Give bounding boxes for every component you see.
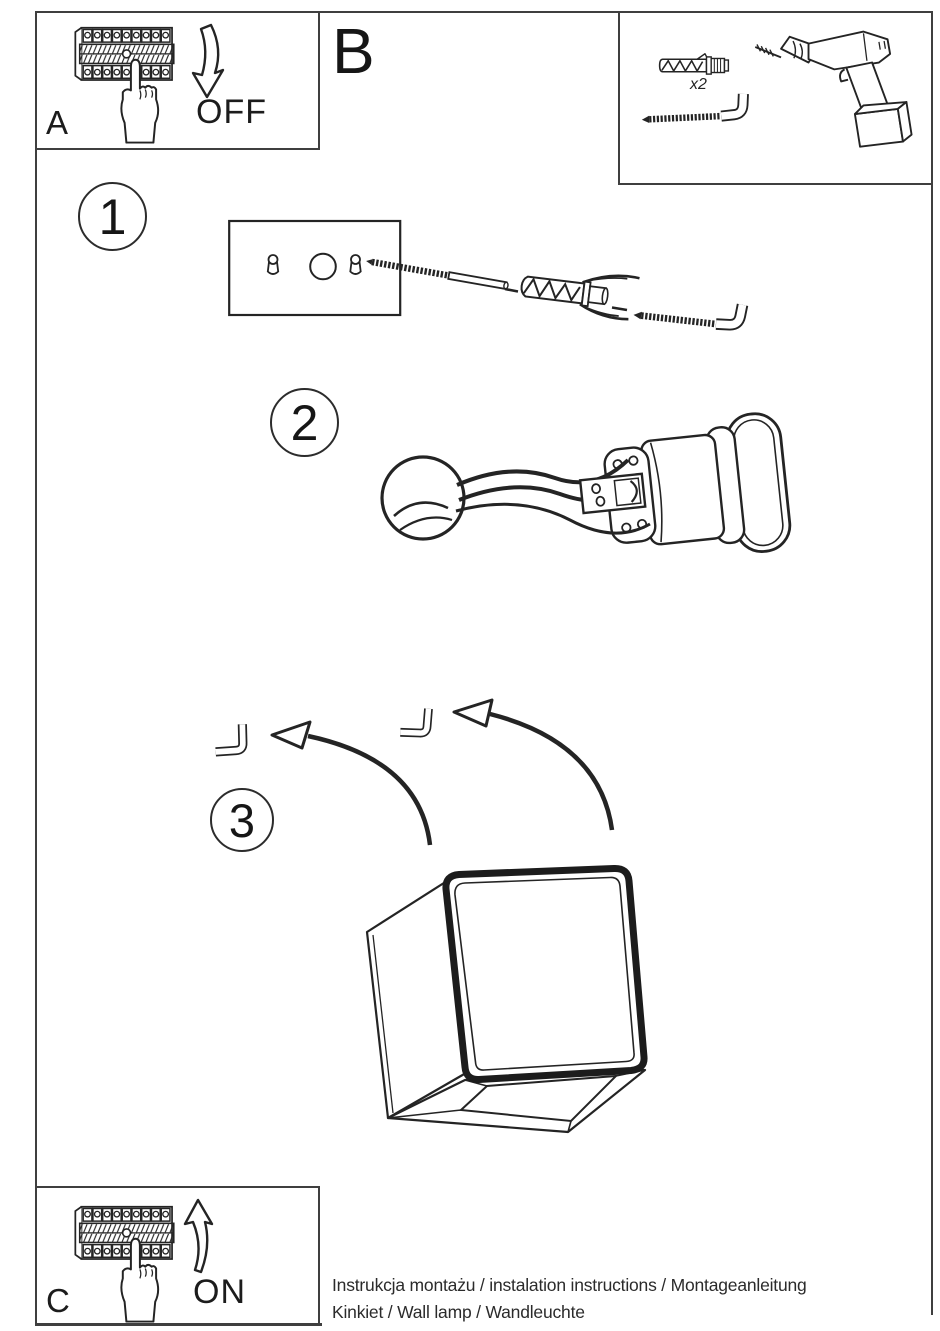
rotate-arrow-icon xyxy=(307,733,433,846)
tools-box-border-bottom xyxy=(618,183,933,185)
step-2-illustration xyxy=(380,412,792,553)
rotate-arrow-icon xyxy=(489,711,615,831)
panel-c-label: C xyxy=(46,1282,70,1319)
step-1-number: 1 xyxy=(98,188,127,245)
mounting-plate-icon xyxy=(228,219,402,317)
screw-hook-icon xyxy=(633,288,743,335)
panel-a-border-bottom xyxy=(35,148,320,150)
step-1-illustration xyxy=(228,219,790,353)
assembly-dash-2 xyxy=(611,306,628,312)
breaker-on-illustration xyxy=(74,1198,214,1323)
hook-icon xyxy=(400,706,429,735)
footer-text: Instrukcja montażu / instalation instruc… xyxy=(332,1272,807,1326)
step-1-badge: 1 xyxy=(78,182,147,251)
circuit-breaker-icon xyxy=(74,26,175,81)
wire-coil-icon xyxy=(380,455,466,541)
circuit-breaker-icon xyxy=(74,1205,175,1260)
panel-a-off-label: OFF xyxy=(196,93,267,131)
panel-c-border-right xyxy=(318,1186,320,1325)
curved-arrow-down-icon xyxy=(191,23,225,99)
section-b-label: B xyxy=(332,15,375,87)
curved-arrow-up-icon xyxy=(183,1198,214,1274)
hook-icon xyxy=(216,724,243,752)
drill-icon xyxy=(754,30,913,148)
terminal-block-icon xyxy=(578,472,647,515)
screw-hook-icon xyxy=(642,94,744,123)
panel-c-border-top xyxy=(35,1186,320,1188)
required-tools-illustration xyxy=(620,30,913,148)
wall-anchor-icon xyxy=(520,274,640,321)
wall-plug-icon xyxy=(658,53,730,75)
step-2-number: 2 xyxy=(290,394,319,451)
panel-a-border-right xyxy=(318,11,320,150)
breaker-off-illustration xyxy=(74,23,225,144)
step-3-hooks-and-arrows xyxy=(180,698,615,846)
page-border-right xyxy=(931,11,933,1315)
step-3-number: 3 xyxy=(228,793,256,847)
tools-box-border-left xyxy=(618,11,620,185)
page-border-left xyxy=(35,11,37,1325)
panel-a-label: A xyxy=(46,104,69,141)
step-3-badge: 3 xyxy=(210,788,274,852)
panel-c-border-bottom xyxy=(35,1323,322,1326)
footer-line-1: Instrukcja montażu / instalation instruc… xyxy=(332,1275,807,1295)
assembly-dash-1 xyxy=(504,287,519,293)
page-border-top xyxy=(35,11,933,13)
panel-c-on-label: ON xyxy=(193,1273,246,1311)
footer-line-2: Kinkiet / Wall lamp / Wandleuchte xyxy=(332,1302,585,1322)
step-2-badge: 2 xyxy=(270,388,339,457)
plug-quantity-label: x2 xyxy=(690,76,707,93)
cube-wall-lamp-icon xyxy=(365,865,648,1134)
